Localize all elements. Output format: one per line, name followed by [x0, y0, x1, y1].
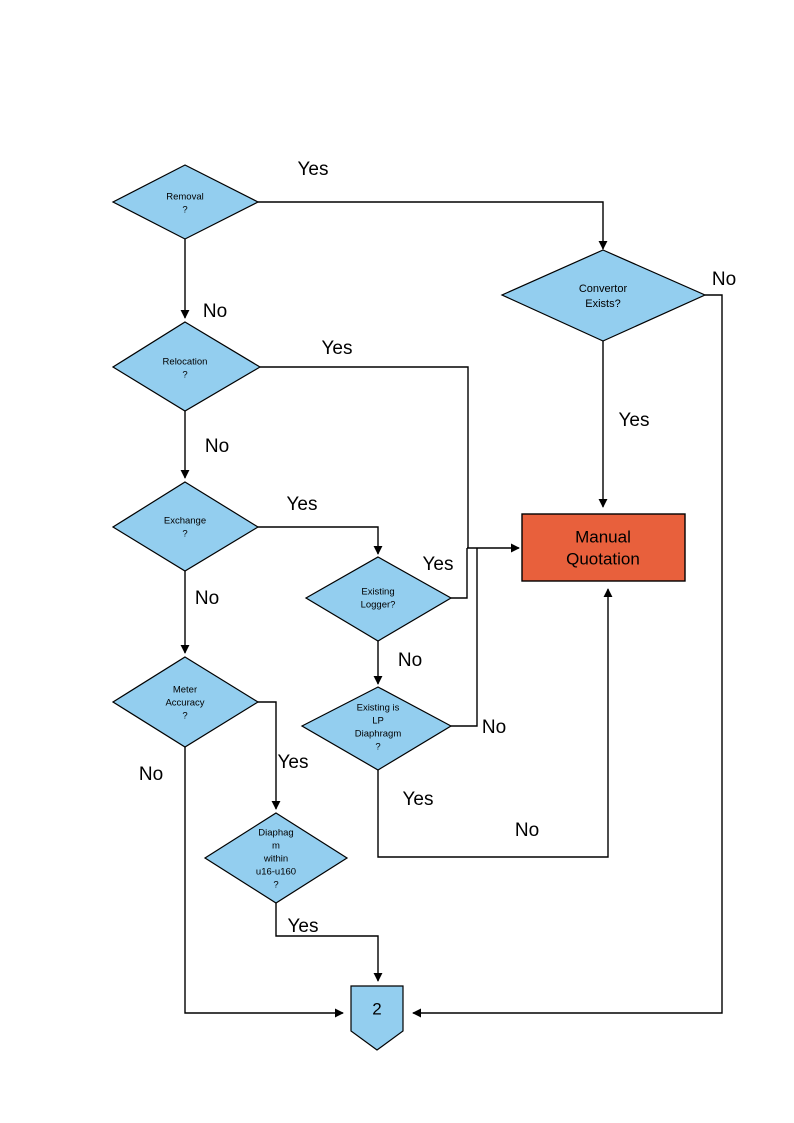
- edge-exchange-yes: [258, 526, 383, 555]
- edge-meter-accuracy-no: [184, 747, 344, 1018]
- node-offpage-connector-2[interactable]: 2: [350, 985, 404, 1051]
- edge-relocation-yes: [260, 366, 469, 548]
- existing-logger-diamond[interactable]: [304, 556, 453, 642]
- removal-label-line-2: ?: [182, 205, 187, 216]
- relocation-label-line-1: Relocation: [163, 357, 208, 368]
- convertor-label-line-2: Exists?: [585, 298, 620, 310]
- edge-label-removal-no: No: [203, 301, 227, 322]
- node-relocation[interactable]: Relocation ?: [111, 321, 262, 412]
- diaphagm-label-line-4: u16-u160: [256, 867, 296, 878]
- diaphagm-range-diamond[interactable]: [203, 812, 349, 904]
- diaphagm-label-line-3: within: [263, 854, 288, 865]
- node-convertor-exists[interactable]: Convertor Exists?: [500, 249, 707, 342]
- edge-meter-accuracy-yes: [258, 701, 281, 810]
- edge-label-convertor-no: No: [712, 269, 736, 290]
- edge-label-existing-lp-yes: Yes: [403, 789, 434, 810]
- existing-lp-diaphragm-diamond[interactable]: [300, 686, 453, 771]
- diaphagm-label-line-2: m: [272, 841, 280, 852]
- node-removal[interactable]: Removal ?: [111, 164, 260, 240]
- convertor-exists-diamond[interactable]: [500, 249, 707, 342]
- edge-diaphagm-yes: [275, 903, 383, 982]
- diaphagm-label-line-1: Diaphag: [258, 828, 293, 839]
- existing-logger-label-line-1: Existing: [361, 587, 394, 598]
- edge-label-exchange-yes: Yes: [287, 494, 318, 515]
- node-exchange[interactable]: Exchange ?: [111, 481, 260, 572]
- exchange-label-line-2: ?: [182, 529, 187, 540]
- edge-label-existing-logger-yes: Yes: [423, 554, 454, 575]
- edge-removal-yes: [258, 201, 608, 250]
- manual-quotation-label-line-2: Quotation: [566, 549, 640, 568]
- edge-label-diaphagm-yes: Yes: [288, 916, 319, 937]
- meter-accuracy-label-line-1: Meter: [173, 685, 197, 696]
- existing-lp-label-line-3: Diaphragm: [355, 729, 402, 740]
- diaphagm-label-line-5: ?: [273, 880, 278, 891]
- meter-accuracy-label-line-2: Accuracy: [165, 698, 204, 709]
- edge-label-meter-accuracy-no: No: [139, 764, 163, 785]
- edge-label-exchange-no: No: [195, 588, 219, 609]
- removal-diamond[interactable]: [111, 164, 260, 240]
- edge-label-relocation-yes: Yes: [322, 338, 353, 359]
- exchange-label-line-1: Exchange: [164, 516, 206, 527]
- edge-label-meter-accuracy-yes: Yes: [278, 752, 309, 773]
- offpage-connector-label: 2: [372, 999, 381, 1018]
- node-diaphagm-range[interactable]: Diaphag m within u16-u160 ?: [203, 812, 349, 904]
- edge-convertor-no: [412, 294, 723, 1018]
- convertor-label-line-1: Convertor: [579, 283, 628, 295]
- existing-lp-label-line-4: ?: [375, 742, 380, 753]
- edge-existing-logger-yes: [451, 548, 468, 599]
- offpage-connector-shape[interactable]: [350, 985, 404, 1051]
- edge-label-existing-logger-no: No: [398, 650, 422, 671]
- meter-accuracy-diamond[interactable]: [111, 656, 260, 748]
- node-manual-quotation[interactable]: Manual Quotation: [521, 513, 686, 582]
- edge-existing-lp-no: [451, 548, 478, 727]
- meter-accuracy-label-line-3: ?: [182, 711, 187, 722]
- edge-label-removal-yes: Yes: [298, 159, 329, 180]
- edge-label-existing-lp-no: No: [482, 717, 506, 738]
- relocation-diamond[interactable]: [111, 321, 262, 412]
- existing-lp-label-line-2: LP: [372, 716, 384, 727]
- edge-label-existing-lp-yes-bottom-no: No: [515, 820, 539, 841]
- exchange-diamond[interactable]: [111, 481, 260, 572]
- relocation-label-line-2: ?: [182, 370, 187, 381]
- node-meter-accuracy[interactable]: Meter Accuracy ?: [111, 656, 260, 748]
- edge-label-convertor-yes: Yes: [619, 410, 650, 431]
- node-existing-lp-diaphragm[interactable]: Existing is LP Diaphragm ?: [300, 686, 453, 771]
- manual-quotation-box[interactable]: [521, 513, 686, 582]
- edge-label-relocation-no: No: [205, 436, 229, 457]
- node-existing-logger[interactable]: Existing Logger?: [304, 556, 453, 642]
- removal-label-line-1: Removal: [166, 192, 204, 203]
- manual-quotation-label-line-1: Manual: [575, 527, 631, 546]
- existing-logger-label-line-2: Logger?: [361, 600, 396, 611]
- existing-lp-label-line-1: Existing is: [357, 703, 400, 714]
- edge-existing-lp-yes: [377, 588, 613, 858]
